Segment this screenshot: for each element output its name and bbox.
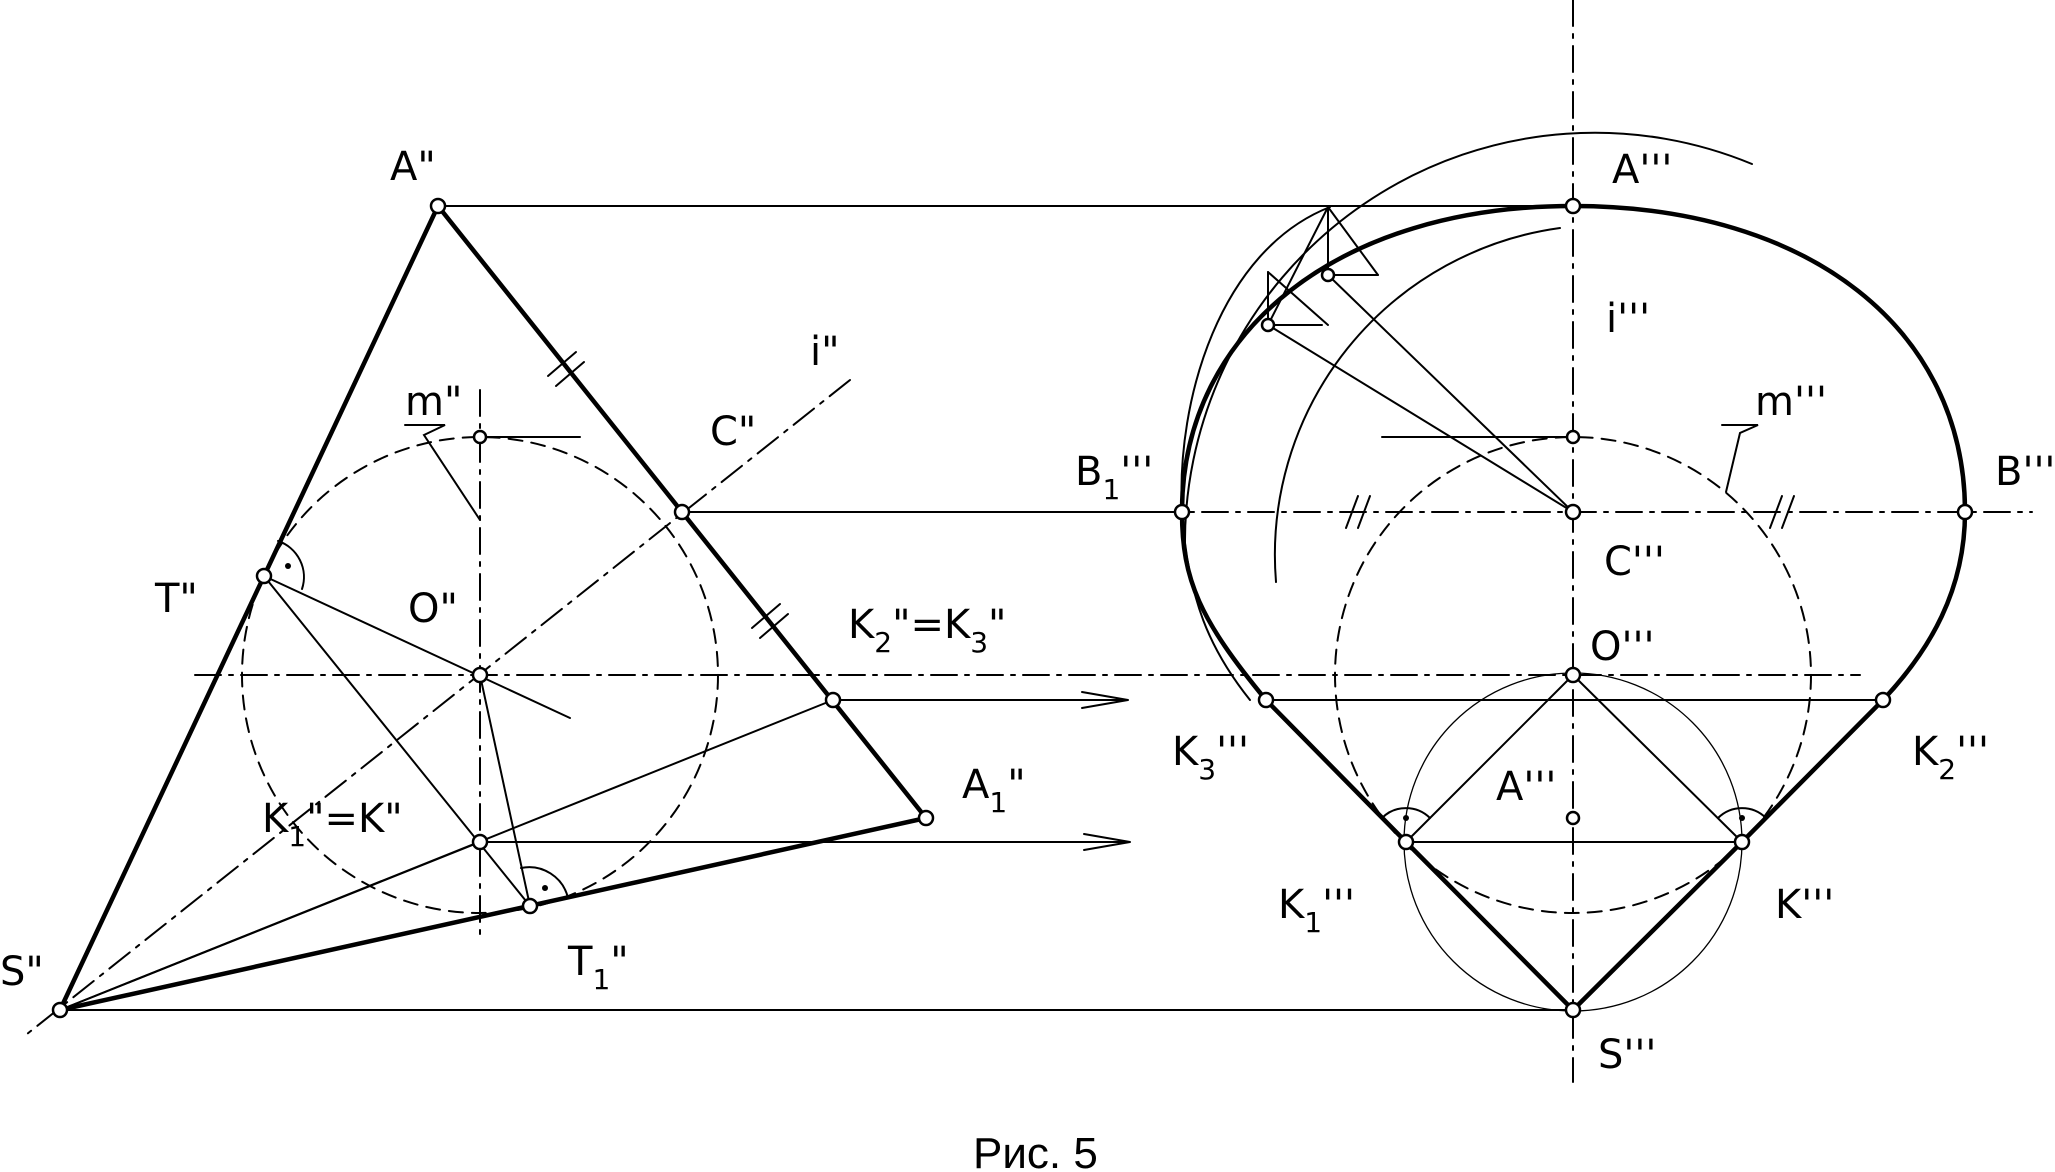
arrow-head-lower — [1083, 833, 1131, 851]
axis-lines — [21, 0, 2033, 1083]
label-A3: A''' — [1612, 147, 1672, 193]
point-K1K-2 — [471, 833, 489, 851]
label-T2: T" — [154, 576, 198, 622]
point-A1-2 — [917, 809, 935, 827]
label-C2: C" — [710, 409, 756, 455]
ray-to-c3-upper — [1327, 274, 1574, 513]
point-C2 — [673, 503, 691, 521]
sphere-circle-profile — [1334, 436, 1812, 914]
point-A3 — [1564, 197, 1582, 215]
dashed-circles — [241, 436, 1812, 914]
point-T1-2 — [521, 897, 539, 915]
contour-k1-s3 — [1403, 839, 1576, 1013]
right-angle-mark-t1 — [520, 866, 569, 899]
point-T2 — [255, 567, 273, 585]
contour-k2-k — [1739, 697, 1886, 845]
point-O3 — [1564, 666, 1582, 684]
label-T1-2: T1" — [567, 939, 629, 996]
point-K2-3 — [1874, 691, 1892, 709]
tick-c3-right-a — [1769, 495, 1783, 529]
m2-leader — [404, 424, 481, 521]
label-A1-2: A1" — [962, 762, 1026, 819]
point-m2 — [472, 429, 488, 445]
label-A2: A" — [390, 144, 436, 190]
main-contour — [57, 203, 1968, 1013]
o2-normal-line — [263, 575, 571, 719]
point-m3 — [1565, 429, 1581, 445]
contour-k3-k1 — [1263, 697, 1409, 845]
label-O2: O" — [408, 586, 458, 632]
label-K2-3: K2''' — [1912, 729, 1989, 786]
figure-caption: Рис. 5 — [973, 1129, 1098, 1172]
label-S2: S" — [0, 949, 44, 995]
m3-leader — [1721, 424, 1759, 493]
arrow-head-upper — [1081, 691, 1129, 709]
angle-mark-k1 — [1381, 807, 1431, 819]
square-o3-k — [1572, 674, 1743, 843]
tick-c3-right-b — [1781, 495, 1795, 529]
step-diag-a — [1267, 206, 1329, 326]
contour-k-s3 — [1570, 839, 1745, 1013]
point-K2K3-2 — [824, 691, 842, 709]
label-K2K3-front: K2"=K3" — [848, 602, 1006, 659]
step-diag1 — [1327, 206, 1379, 276]
right-angle-mark-t — [277, 540, 305, 590]
point-step-1 — [1320, 267, 1336, 283]
point-C3 — [1564, 503, 1582, 521]
point-markers — [51, 197, 1974, 1019]
square-o3-k1 — [1405, 674, 1574, 843]
label-K1-3: K1''' — [1278, 882, 1355, 939]
label-A3-inner: A''' — [1496, 764, 1556, 810]
label-K3-3: K3''' — [1172, 729, 1249, 786]
edge-s-a — [57, 203, 441, 1013]
label-O3: O''' — [1590, 624, 1654, 670]
point-A2 — [429, 197, 447, 215]
point-step-2 — [1260, 317, 1276, 333]
point-S3 — [1564, 1001, 1582, 1019]
thin-lines — [59, 131, 1884, 1011]
point-K1-3 — [1397, 833, 1415, 851]
point-O2 — [471, 666, 489, 684]
tick-c3-left-b — [1357, 495, 1371, 529]
label-B1-3: B1''' — [1075, 449, 1153, 506]
point-K-3 — [1733, 833, 1751, 851]
label-i2: i" — [810, 329, 840, 375]
label-K3: K''' — [1775, 882, 1834, 928]
labels: A" A''' i" i''' m" m''' C" C''' B1''' B'… — [0, 144, 2055, 1172]
label-S3: S''' — [1598, 1032, 1656, 1078]
label-K1K-front: K1"=K" — [262, 796, 403, 853]
edge-s-a1 — [57, 815, 929, 1013]
label-m3: m''' — [1755, 379, 1827, 425]
point-S2 — [51, 1001, 69, 1019]
outer-thin-arc — [1183, 131, 1753, 551]
angle-dots — [285, 563, 1745, 891]
label-i3: i''' — [1606, 296, 1650, 342]
point-B1-3 — [1173, 503, 1191, 521]
angle-mark-k — [1717, 807, 1767, 819]
sphere-circle-front — [241, 436, 719, 914]
label-B3: B''' — [1995, 449, 2055, 495]
inner-thin-arc — [1273, 227, 1561, 583]
point-B3 — [1956, 503, 1974, 521]
o2-to-t1-line — [479, 674, 531, 907]
label-C3: C''' — [1604, 539, 1665, 585]
s-to-k1-line — [59, 841, 481, 1011]
point-K3-3 — [1257, 691, 1275, 709]
step-diag2 — [1267, 271, 1329, 326]
ray-to-c3-lower — [1267, 324, 1574, 513]
label-m2: m" — [405, 379, 462, 425]
point-A3-inner — [1565, 810, 1581, 826]
left-thin-contour — [1180, 206, 1331, 701]
t-to-t1-line — [263, 575, 531, 907]
tick-c3-left-a — [1345, 495, 1359, 529]
i2-axis — [21, 379, 851, 1039]
